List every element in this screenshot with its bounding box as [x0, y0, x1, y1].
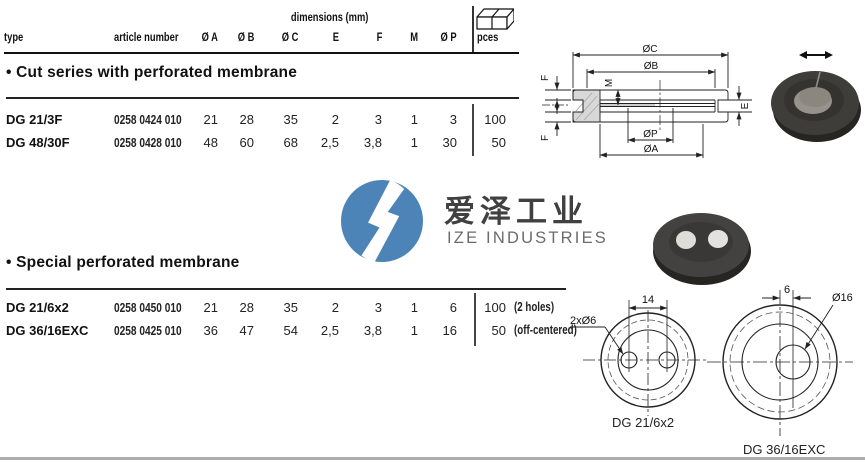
row-article: 0258 0450 010: [114, 300, 182, 315]
row-type: DG 36/16EXC: [6, 323, 89, 338]
val-dia-p: 30: [442, 135, 457, 150]
val-dia-a: 21: [203, 112, 218, 127]
row-article: 0258 0424 010: [114, 112, 182, 127]
val-m: 1: [410, 323, 418, 338]
val-f: 3: [374, 300, 382, 315]
header-column-divider: [472, 6, 474, 52]
val-pces: 100: [484, 300, 506, 315]
val-dia-c: 35: [283, 112, 298, 127]
caption-dg21: DG 21/6x2: [612, 415, 675, 430]
table-row: DG 36/16EXC 0258 0425 010 36 47 54 2,5 3…: [0, 323, 600, 339]
val-dia-a: 48: [203, 135, 218, 150]
val-f: 3,8: [363, 135, 382, 150]
header-rule: [4, 52, 519, 54]
stacked-cubes-icon: [476, 8, 514, 30]
row-article: 0258 0428 010: [114, 135, 182, 150]
val-dia-b: 28: [239, 112, 254, 127]
cut-grommet-photo: [771, 51, 861, 142]
caption-dg36: DG 36/16EXC: [743, 442, 826, 457]
val-pces: 50: [491, 323, 506, 338]
dim-label-m: M: [604, 79, 615, 87]
val-f: 3,8: [363, 323, 382, 338]
col-m: M: [410, 30, 418, 44]
grommet-cross-section-drawing: ØC ØB M E F F ØP ØA: [540, 44, 752, 158]
val-dia-c: 35: [283, 300, 298, 315]
val-dia-b: 28: [239, 300, 254, 315]
col-dia-b: Ø B: [237, 30, 254, 44]
val-dia-c: 54: [283, 323, 298, 338]
row-type: DG 21/6x2: [6, 300, 69, 315]
val-e: 2: [331, 300, 339, 315]
row-note: (off-centered): [514, 323, 577, 337]
dimensions-mm-header: dimensions (mm): [290, 10, 369, 24]
dg36-drawing: [707, 290, 853, 436]
dim-label-oa: ØA: [644, 144, 659, 155]
val-m: 1: [410, 135, 418, 150]
col-e: E: [332, 30, 339, 44]
dim-label-ob: ØB: [644, 61, 659, 72]
ize-logo-mark: [341, 180, 423, 262]
val-m: 1: [410, 300, 418, 315]
col-f: F: [376, 30, 382, 44]
col-pces: pces: [477, 30, 499, 44]
page-bottom-rule: [0, 457, 865, 460]
val-dia-b: 47: [239, 323, 254, 338]
section2-rule: [6, 288, 566, 290]
val-dia-p: 6: [449, 300, 457, 315]
table-row: DG 21/6x2 0258 0450 010 21 28 35 2 3 1 6…: [0, 300, 600, 316]
table-header-row: type article number Ø A Ø B Ø C E F M Ø …: [0, 30, 600, 45]
dim-label-oc: ØC: [643, 44, 658, 55]
col-dia-a: Ø A: [201, 30, 218, 44]
dim-label-d16: Ø16: [832, 292, 853, 304]
val-m: 1: [410, 112, 418, 127]
logo-text-cn: 爱泽工业: [444, 194, 588, 229]
val-dia-p: 3: [449, 112, 457, 127]
col-article-number: article number: [114, 30, 179, 44]
row-type: DG 48/30F: [6, 135, 70, 150]
row-type: DG 21/3F: [6, 112, 63, 127]
val-dia-a: 36: [203, 323, 218, 338]
two-hole-grommet-photo: [653, 213, 751, 285]
col-dia-c: Ø C: [281, 30, 298, 44]
double-arrow-icon: [799, 51, 833, 59]
section2-pces-divider: [474, 293, 476, 346]
dg21-drawing: [570, 300, 707, 416]
dim-label-e: E: [740, 102, 751, 109]
dim-label-6: 6: [784, 284, 790, 296]
section1-rule: [6, 97, 519, 99]
val-e: 2: [331, 112, 339, 127]
dim-label-2xd6: 2xØ6: [570, 315, 596, 327]
hole-pattern-drawings: 14 2xØ6 6 Ø16: [570, 284, 853, 436]
row-article: 0258 0425 010: [114, 323, 182, 338]
val-dia-a: 21: [203, 300, 218, 315]
dim-label-14: 14: [642, 294, 654, 306]
row-note: (2 holes): [514, 300, 555, 314]
val-pces: 100: [484, 112, 506, 127]
col-type: type: [4, 30, 24, 44]
table-row: DG 21/3F 0258 0424 010 21 28 35 2 3 1 3 …: [0, 112, 600, 128]
val-f: 3: [374, 112, 382, 127]
val-e: 2,5: [320, 323, 339, 338]
section-title-cut-series: • Cut series with perforated membrane: [6, 64, 298, 81]
col-dia-p: Ø P: [440, 30, 457, 44]
val-dia-p: 16: [442, 323, 457, 338]
table-row: DG 48/30F 0258 0428 010 48 60 68 2,5 3,8…: [0, 135, 600, 151]
section1-pces-divider: [472, 104, 474, 156]
section-title-special: • Special perforated membrane: [6, 254, 240, 271]
val-dia-c: 68: [283, 135, 298, 150]
dim-label-f-top: F: [540, 75, 551, 81]
val-pces: 50: [491, 135, 506, 150]
val-e: 2,5: [320, 135, 339, 150]
logo-text-en: IZE INDUSTRIES: [447, 229, 608, 247]
val-dia-b: 60: [239, 135, 254, 150]
dim-label-op: ØP: [643, 129, 658, 140]
dim-label-f-bottom: F: [540, 135, 551, 141]
